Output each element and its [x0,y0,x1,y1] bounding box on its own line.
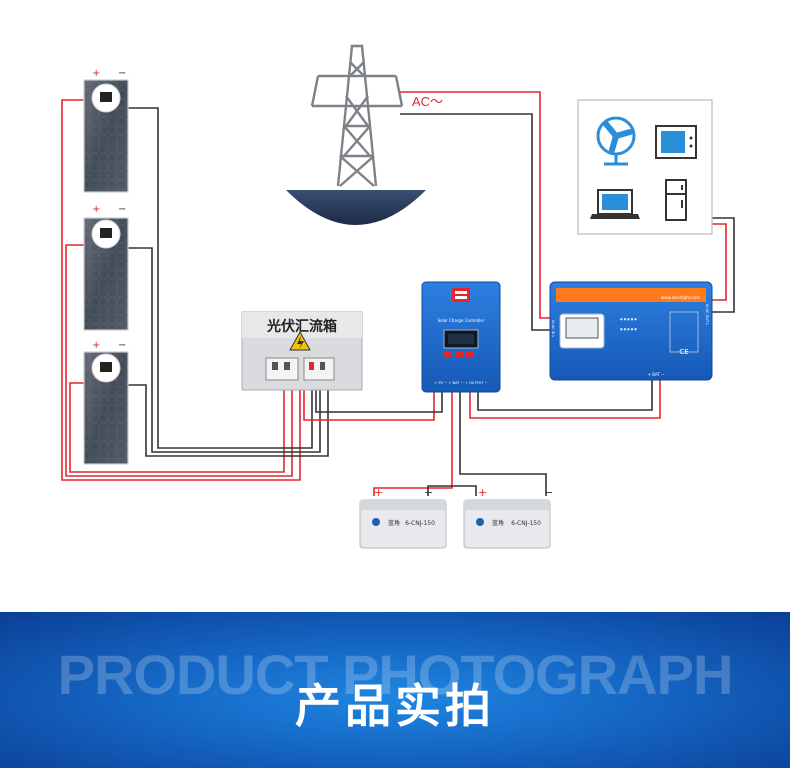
pv-combiner-box: 光伏汇流箱 [241,311,363,391]
wire-controller-battery-neg [459,392,547,496]
wires-group [61,91,735,496]
system-wiring-diagram: AC～ + − + − + − [61,44,735,549]
fan-icon [596,116,636,166]
wire-controller-inverter-pos [469,372,661,419]
solar-panel-2: + − [83,204,129,331]
wire-controller-inverter-neg [477,372,653,411]
fridge-icon [665,179,687,221]
wire-pv2-positive [65,244,293,477]
banner-english-title: PRODUCT PHOTOGRAPH [57,643,734,706]
ac-label: AC～ [412,94,443,109]
wire-battery-series [427,485,477,496]
panel-1-plus: + [92,68,100,79]
battery-1-brand: 蓝角 [388,519,400,527]
ce-mark: CE [679,348,688,356]
battery-2-minus: − [544,486,553,499]
panel-2-plus: + [92,204,100,215]
battery-1-plus: + [374,486,383,499]
panel-2-minus: − [118,204,126,215]
svg-text:● ● ● ● ●: ● ● ● ● ● [620,327,637,331]
wire-pv3-positive [69,382,285,473]
inverter-brand: www.solarlight.com [661,295,700,300]
product-photo-banner: PRODUCT PHOTOGRAPH 产品实拍 [0,612,790,768]
wire-pv-negative [128,107,313,449]
battery-1-model: 6-CNJ-150 [405,520,435,527]
controller-label: Solar Charge Controller [438,318,485,323]
panel-3-minus: − [118,340,126,351]
inverter: www.solarlight.com ● ● ● ● ● ● ● ● ● ● C… [549,281,713,381]
laptop-icon [590,189,640,219]
power-tower-icon [286,44,426,225]
wire-controller-battery-pos [373,392,453,496]
wire-combiner-controller-pos [303,386,435,421]
inverter-out-label: IN AC OUT L [705,304,709,325]
wire-ac-out-l [712,223,727,301]
wire-combiner-controller-neg [315,386,443,413]
battery-2-model: 6-CNJ-150 [511,520,541,527]
solar-panel-3: + − [83,340,129,465]
combiner-box-title: 光伏汇流箱 [266,318,337,335]
solar-panel-1: + − [83,68,129,193]
wire-ac-grid-n [400,113,550,331]
wire-pv2-negative [128,247,321,453]
panel-1-minus: − [118,68,126,79]
controller-terminals: + PV − + BAT − + OUTPUT − [434,381,487,385]
breaker-icon [265,357,335,381]
panel-3-plus: + [92,340,100,351]
inverter-bat-terminal: + BAT − [648,372,665,377]
charge-controller: Solar Charge Controller + PV − + BAT − +… [421,281,501,393]
battery-2-brand: 蓝角 [492,519,504,527]
battery-2: + − 蓝角 6-CNJ-150 [463,486,553,549]
wire-pv3-negative [128,384,329,457]
battery-1: + − 蓝角 6-CNJ-150 [359,486,447,549]
wire-ac-grid-l [400,91,550,319]
load-appliances-box [577,99,713,235]
inverter-in-label: IN AC IN L [551,320,555,337]
banner-chinese-title: 产品实拍 [295,679,495,733]
battery-1-minus: − [424,486,433,499]
battery-2-plus: + [478,486,487,499]
svg-text:● ● ● ● ●: ● ● ● ● ● [620,317,637,321]
wire-ac-out-n [712,217,735,313]
tv-icon [655,125,697,159]
